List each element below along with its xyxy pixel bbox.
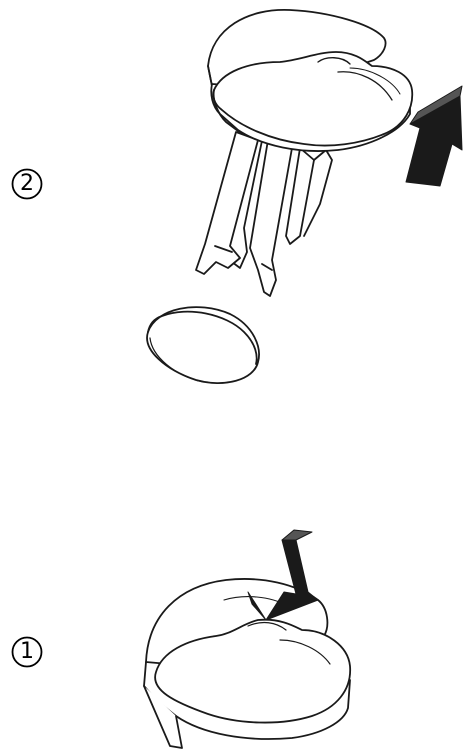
round-plug xyxy=(147,307,259,383)
clip-installed-illustration xyxy=(144,579,350,748)
pull-up-arrow-icon xyxy=(406,86,462,186)
clip-removed-illustration xyxy=(196,10,412,296)
